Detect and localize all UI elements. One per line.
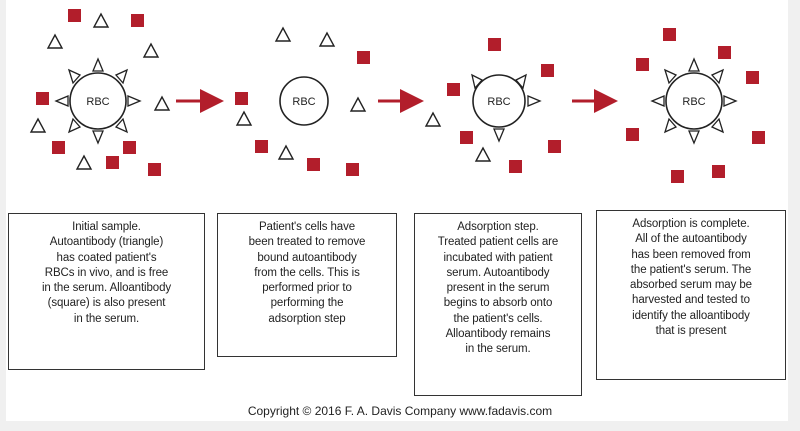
rbc-label: RBC	[682, 96, 705, 108]
stage-2-cell: RBC	[279, 76, 329, 126]
bound-autoantibody-triangle-icon	[471, 73, 484, 90]
rbc-label: RBC	[487, 96, 510, 108]
square-icon	[746, 71, 759, 84]
square-icon	[671, 170, 684, 183]
square-icon	[148, 163, 161, 176]
square-icon	[255, 140, 268, 153]
stage-4-cell: RBC	[650, 57, 738, 145]
stage-3-alloantibodies	[447, 38, 561, 173]
square-icon	[346, 163, 359, 176]
triangle-icon	[75, 154, 93, 170]
adsorption-diagram: RBC RBC	[29, 9, 765, 183]
rbc-cell	[279, 76, 329, 126]
triangle-icon	[235, 110, 253, 126]
stage-3-free-autoantibodies	[424, 111, 492, 162]
bound-autoantibody-triangle-icon	[650, 95, 665, 107]
stage-3-caption: Adsorption step. Treated patient cells a…	[414, 213, 582, 396]
stage-4-caption: Adsorption is complete. All of the autoa…	[596, 210, 786, 380]
triangle-icon	[474, 146, 492, 162]
square-icon	[712, 165, 725, 178]
stage-3-cell: RBC	[471, 73, 542, 143]
bound-autoantibody-triangle-icon	[114, 68, 129, 85]
square-icon	[718, 46, 731, 59]
triangle-icon	[277, 144, 295, 160]
square-icon	[357, 51, 370, 64]
bound-autoantibody-triangle-icon	[92, 130, 104, 145]
rbc-cell	[472, 74, 526, 128]
square-icon	[509, 160, 522, 173]
bound-autoantibody-triangle-icon	[710, 117, 725, 134]
stage-2-alloantibodies	[235, 51, 370, 176]
square-icon	[548, 140, 561, 153]
square-icon	[307, 158, 320, 171]
bound-autoantibody-triangle-icon	[54, 95, 69, 107]
stage-1-cell: RBC	[54, 57, 142, 145]
square-icon	[488, 38, 501, 51]
bound-autoantibody-triangle-icon	[514, 73, 527, 90]
copyright-notice: Copyright © 2016 F. A. Davis Company www…	[247, 404, 553, 418]
bound-autoantibody-triangle-icon	[663, 68, 678, 85]
triangle-icon	[318, 31, 336, 47]
square-icon	[752, 131, 765, 144]
square-icon	[663, 28, 676, 41]
square-icon	[460, 131, 473, 144]
bound-autoantibody-triangle-icon	[688, 57, 700, 72]
bound-autoantibody-triangle-icon	[527, 95, 542, 107]
triangle-icon	[46, 33, 64, 49]
bound-autoantibody-triangle-icon	[67, 68, 82, 85]
stage-4-alloantibodies	[626, 28, 765, 183]
stage-1-alloantibodies	[36, 9, 161, 176]
square-icon	[106, 156, 119, 169]
bound-autoantibody-triangle-icon	[723, 95, 738, 107]
bound-autoantibody-triangle-icon	[92, 57, 104, 72]
rbc-label: RBC	[292, 96, 315, 108]
bound-autoantibody-triangle-icon	[710, 68, 725, 85]
square-icon	[131, 14, 144, 27]
square-icon	[68, 9, 81, 22]
stage-2-free-autoantibodies	[235, 26, 367, 160]
triangle-icon	[153, 95, 171, 111]
bound-autoantibody-triangle-icon	[67, 117, 82, 134]
bound-autoantibody-triangle-icon	[114, 117, 129, 134]
triangle-icon	[424, 111, 442, 127]
square-icon	[123, 141, 136, 154]
triangle-icon	[92, 12, 110, 28]
triangle-icon	[349, 96, 367, 112]
rbc-cell	[69, 72, 127, 130]
bound-autoantibody-triangle-icon	[127, 95, 142, 107]
triangle-icon	[29, 117, 47, 133]
square-icon	[636, 58, 649, 71]
stage-1-free-autoantibodies	[29, 12, 171, 170]
bound-autoantibody-triangle-icon	[688, 130, 700, 145]
rbc-cell	[665, 72, 723, 130]
square-icon	[541, 64, 554, 77]
triangle-icon	[274, 26, 292, 42]
bound-autoantibody-triangle-icon	[493, 128, 505, 143]
stage-1-caption: Initial sample. Autoantibody (triangle) …	[8, 213, 205, 370]
square-icon	[235, 92, 248, 105]
stage-2-caption: Patient's cells have been treated to rem…	[217, 213, 397, 357]
square-icon	[36, 92, 49, 105]
bound-autoantibody-triangle-icon	[663, 117, 678, 134]
triangle-icon	[142, 42, 160, 58]
square-icon	[447, 83, 460, 96]
square-icon	[52, 141, 65, 154]
square-icon	[626, 128, 639, 141]
rbc-label: RBC	[86, 96, 109, 108]
